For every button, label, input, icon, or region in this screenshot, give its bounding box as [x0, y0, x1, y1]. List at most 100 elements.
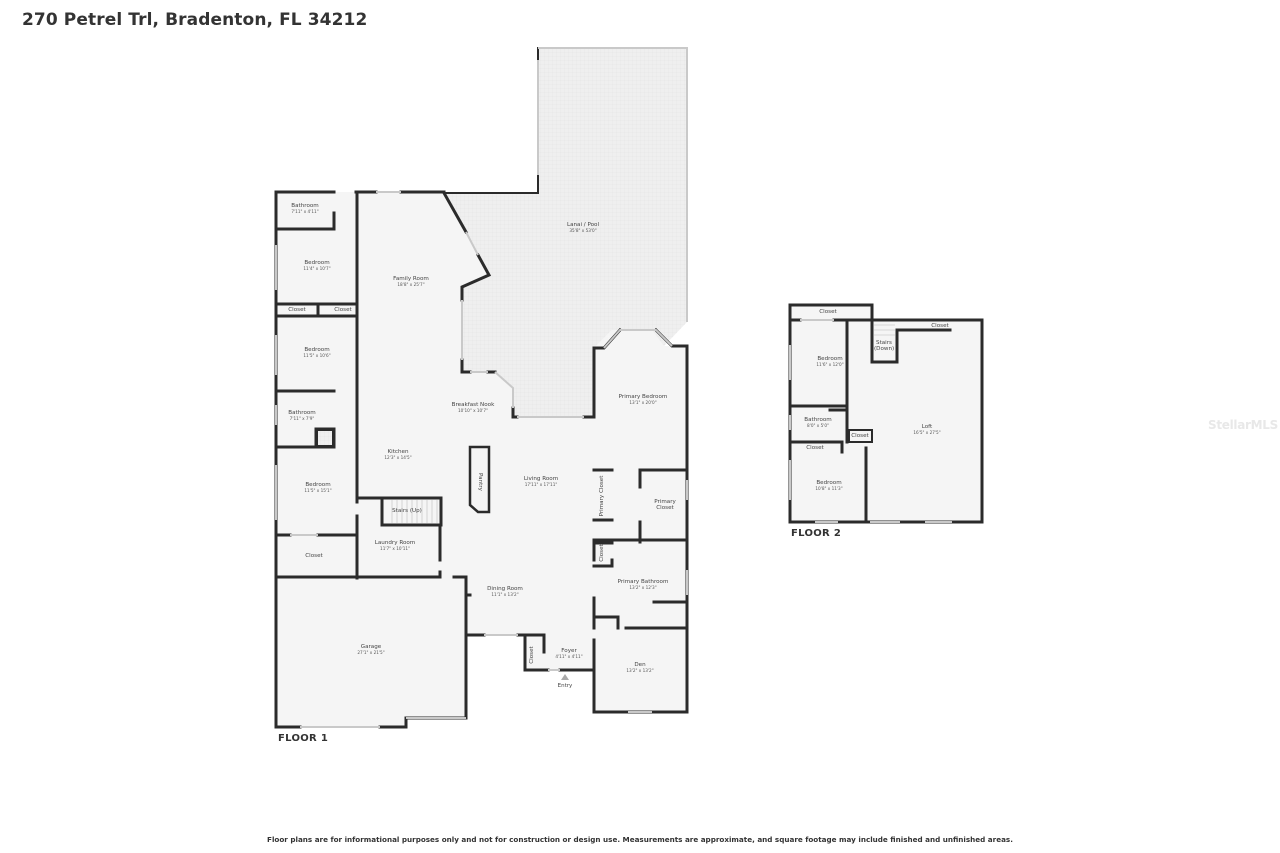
- room-dimensions: 13'2" x 13'2": [626, 668, 654, 674]
- room-dimensions: 4'11" x 4'11": [555, 654, 583, 660]
- room-name: Closet: [334, 306, 352, 313]
- room-name: Primary Bedroom: [618, 394, 668, 401]
- room-name: Closet: [931, 322, 949, 329]
- room-label-loft: Loft 16'5" x 27'5": [913, 424, 940, 436]
- entry-label: Entry: [557, 683, 573, 689]
- room-label-primary-closet: Primary Closet: [650, 499, 680, 511]
- room-label-stairs-up: Stairs (Up): [392, 508, 422, 514]
- room-dimensions: 35'8" x 53'0": [569, 228, 597, 234]
- room-name: Bathroom: [291, 203, 319, 210]
- room-dimensions: 10'8" x 11'3": [815, 486, 843, 492]
- room-label-bathroom-1: Bathroom 7'11" x 4'11": [291, 203, 318, 215]
- room-name: Primary Bathroom: [617, 579, 669, 586]
- room-name: Bedroom: [304, 260, 330, 267]
- disclaimer-text: Floor plans are for informational purpos…: [267, 835, 1013, 844]
- entry-arrow-icon: [561, 674, 569, 680]
- room-dimensions: 13'1" x 20'0": [629, 400, 657, 406]
- room-label-laundry-room: Laundry Room 11'7" x 10'11": [375, 540, 416, 552]
- room-label-closet-bath: Closet: [599, 544, 605, 561]
- floor-1-interior: [276, 192, 687, 727]
- room-label-f2-closet-2: Closet: [931, 323, 948, 329]
- room-name: Primary Closet: [598, 475, 605, 517]
- room-dimensions: 17'11" x 17'11": [524, 482, 558, 488]
- room-name: Den: [634, 662, 646, 669]
- room-name: Laundry Room: [374, 540, 416, 547]
- room-label-f2-bedroom-2: Bedroom 10'8" x 11'3": [815, 480, 842, 492]
- room-label-closet-3: Closet: [305, 553, 322, 559]
- room-name: Closet: [806, 444, 824, 451]
- room-name: Lanai / Pool: [566, 222, 600, 229]
- room-label-closet-2: Closet: [334, 307, 351, 313]
- room-name: Garage: [360, 644, 382, 651]
- room-label-family-room: Family Room 18'8" x 25'7": [393, 276, 429, 288]
- room-label-breakfast-nook: Breakfast Nook 10'10" x 10'7": [452, 402, 495, 414]
- room-label-f2-bathroom: Bathroom 8'0" x 5'0": [804, 417, 831, 429]
- room-dimensions: 11'6" x 12'0": [816, 362, 844, 368]
- room-name: Loft: [921, 424, 933, 431]
- room-label-closet-1: Closet: [288, 307, 305, 313]
- room-label-foyer: Foyer 4'11" x 4'11": [555, 648, 582, 660]
- room-label-pantry: Pantry: [477, 473, 483, 491]
- room-label-bathroom-2: Bathroom 7'11" x 7'9": [288, 410, 315, 422]
- room-name: Stairs (Down): [874, 339, 895, 352]
- room-dimensions: 8'0" x 5'0": [807, 423, 829, 429]
- room-dimensions: 11'1" x 13'2": [491, 592, 519, 598]
- room-dimensions: 11'5" x 10'6": [303, 353, 331, 359]
- room-dimensions: 11'4" x 10'7": [303, 266, 331, 272]
- room-label-garage: Garage 27'1" x 21'5": [357, 644, 384, 656]
- room-name: Closet: [598, 544, 605, 562]
- room-label-lanai-pool: Lanai / Pool 35'8" x 53'0": [567, 222, 599, 234]
- room-label-f2-closet-3: Closet: [806, 445, 823, 451]
- floor-2-plan: [788, 303, 984, 524]
- room-name: Living Room: [523, 476, 559, 483]
- room-label-f2-closet-4: Closet: [851, 433, 868, 439]
- room-name: Kitchen: [387, 449, 409, 456]
- room-name: Bedroom: [305, 482, 331, 489]
- room-dimensions: 11'5" x 15'1": [304, 488, 332, 494]
- room-name: Bathroom: [804, 417, 832, 424]
- room-name: Foyer: [561, 648, 577, 655]
- room-dimensions: 7'11" x 4'11": [291, 209, 319, 215]
- room-label-closet-foyer: Closet: [529, 646, 535, 663]
- room-name: Closet: [288, 306, 306, 313]
- room-label-bedroom-1: Bedroom 11'4" x 10'7": [303, 260, 330, 272]
- room-label-stairs-down: Stairs (Down): [874, 340, 894, 352]
- room-name: Bedroom: [304, 347, 330, 354]
- floor-2-label: FLOOR 2: [791, 528, 842, 539]
- room-dimensions: 13'2" x 12'3": [629, 585, 657, 591]
- floor-1-plan: [274, 47, 689, 729]
- room-label-dining-room: Dining Room 11'1" x 13'2": [487, 586, 523, 598]
- room-dimensions: 16'5" x 27'5": [913, 430, 941, 436]
- room-name: Closet: [819, 308, 837, 315]
- room-name: Closet: [851, 432, 869, 439]
- room-dimensions: 7'11" x 7'9": [289, 416, 315, 422]
- page-title: 270 Petrel Trl, Bradenton, FL 34212: [22, 10, 368, 30]
- room-label-primary-bathroom: Primary Bathroom 13'2" x 12'3": [618, 579, 669, 591]
- room-label-primary-bedroom: Primary Bedroom 13'1" x 20'0": [619, 394, 668, 406]
- room-name: Closet: [305, 552, 323, 559]
- room-name: Dining Room: [487, 586, 523, 593]
- watermark: StellarMLS: [1208, 418, 1278, 432]
- room-dimensions: 18'8" x 25'7": [397, 282, 425, 288]
- room-label-living-room: Living Room 17'11" x 17'11": [524, 476, 558, 488]
- room-name: Family Room: [393, 276, 429, 283]
- room-name: Bedroom: [817, 356, 843, 363]
- room-label-bedroom-3: Bedroom 11'5" x 15'1": [304, 482, 331, 494]
- room-name: Bedroom: [816, 480, 842, 487]
- room-dimensions: 10'10" x 10'7": [458, 408, 488, 414]
- room-label-f2-closet-1: Closet: [819, 309, 836, 315]
- room-dimensions: 12'3" x 14'5": [384, 455, 412, 461]
- room-name: Closet: [528, 646, 535, 664]
- floor-1-label: FLOOR 1: [278, 733, 329, 744]
- room-name: Stairs (Up): [392, 507, 422, 514]
- room-label-primary-closet-vertical: Primary Closet: [599, 476, 605, 517]
- room-label-den: Den 13'2" x 13'2": [626, 662, 653, 674]
- room-name: Bathroom: [288, 410, 316, 417]
- room-label-f2-bedroom-1: Bedroom 11'6" x 12'0": [816, 356, 843, 368]
- room-name: Primary Closet: [654, 498, 676, 511]
- lanai-pool-area: [444, 48, 687, 417]
- room-name: Pantry: [477, 473, 484, 491]
- room-label-kitchen: Kitchen 12'3" x 14'5": [384, 449, 411, 461]
- room-label-bedroom-2: Bedroom 11'5" x 10'6": [303, 347, 330, 359]
